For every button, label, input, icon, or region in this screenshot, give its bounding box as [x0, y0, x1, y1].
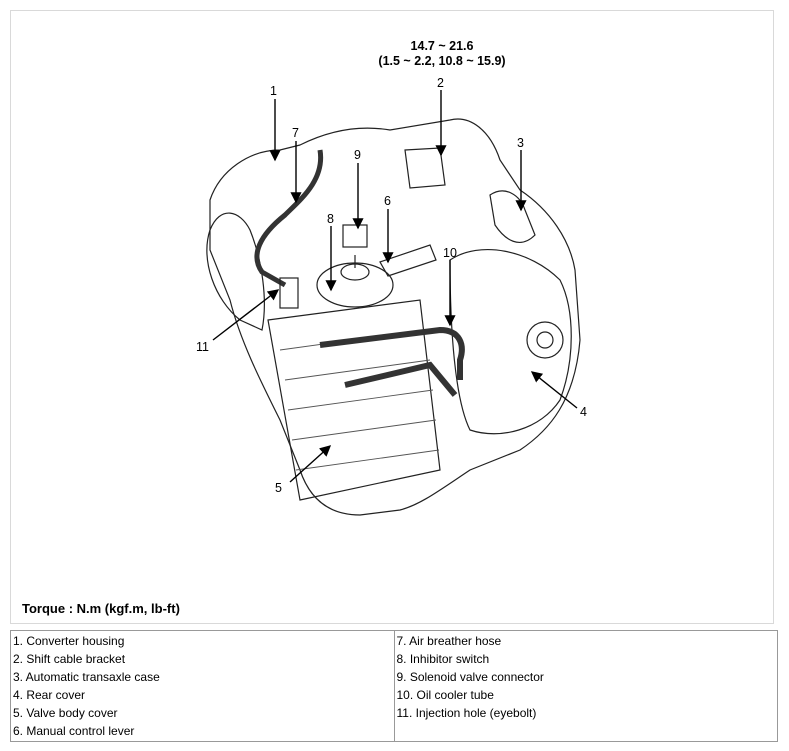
callout-1: 1: [270, 84, 277, 98]
callout-6: 6: [384, 194, 391, 208]
legend-item: 7. Air breather hose: [396, 634, 502, 648]
callout-5: 5: [275, 481, 282, 495]
torque-value: 14.7 ~ 21.6 (1.5 ~ 2.2, 10.8 ~ 15.9): [372, 39, 512, 69]
torque-value-nm: 14.7 ~ 21.6: [410, 39, 474, 53]
torque-title: Torque : N.m (kgf.m, lb-ft): [22, 601, 180, 616]
callout-8: 8: [327, 212, 334, 226]
callout-11: 11: [196, 340, 209, 354]
legend-item: 9. Solenoid valve connector: [396, 670, 544, 684]
legend-item: 6. Manual control lever: [13, 724, 135, 738]
legend-item: 3. Automatic transaxle case: [13, 670, 160, 684]
leader-lines: [212, 90, 578, 483]
legend-item: 11. Injection hole (eyebolt): [396, 706, 537, 720]
legend-item: 4. Rear cover: [13, 688, 86, 702]
legend-table: 1. Converter housing 2. Shift cable brac…: [10, 630, 778, 742]
figure-frame: [10, 10, 774, 624]
callout-9: 9: [354, 148, 361, 162]
legend-item: 8. Inhibitor switch: [396, 652, 490, 666]
legend-item: 10. Oil cooler tube: [396, 688, 494, 702]
callout-4: 4: [580, 405, 587, 419]
legend-column-left: 1. Converter housing 2. Shift cable brac…: [10, 630, 395, 742]
legend-item: 1. Converter housing: [13, 634, 125, 648]
legend-column-right: 7. Air breather hose 8. Inhibitor switch…: [393, 630, 778, 742]
transaxle-drawing: [206, 118, 581, 516]
torque-value-kgfm-lbft: (1.5 ~ 2.2, 10.8 ~ 15.9): [378, 54, 506, 68]
callout-10: 10: [443, 246, 457, 260]
callout-3: 3: [517, 136, 524, 150]
transaxle-diagram: [206, 90, 581, 516]
callout-7: 7: [292, 126, 299, 140]
callout-2: 2: [437, 76, 444, 90]
legend-item: 2. Shift cable bracket: [13, 652, 126, 666]
legend-item: 5. Valve body cover: [13, 706, 118, 720]
